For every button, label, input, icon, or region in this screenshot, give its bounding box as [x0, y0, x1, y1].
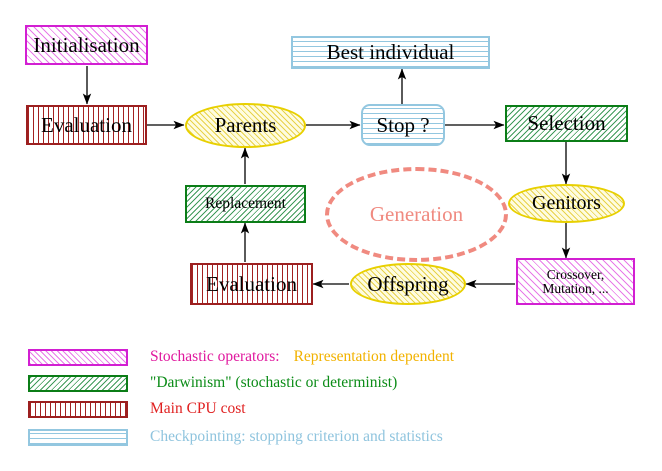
node-crossover-mutation[interactable]: Crossover, Mutation, ... [516, 258, 635, 305]
legend-row-main-cpu-cost: Main CPU cost [28, 396, 246, 422]
legend-swatch-blue [28, 428, 128, 446]
node-generation: Generation [325, 167, 508, 262]
legend-swatch-red [28, 400, 128, 418]
node-offspring[interactable]: Offspring [350, 263, 466, 305]
legend-label-darwinism: "Darwinism" (stochastic or determinist) [150, 374, 398, 391]
node-offspring-label: Offspring [367, 271, 449, 296]
node-evaluation-top-label: Evaluation [41, 112, 132, 137]
node-evaluation-bottom-label: Evaluation [206, 271, 297, 296]
node-stop[interactable]: Stop ? [361, 104, 445, 146]
node-selection-label: Selection [527, 111, 606, 135]
node-crossover-label-line1: Crossover, [546, 266, 605, 282]
legend-label-checkpointing: Checkpointing: stopping criterion and st… [150, 428, 443, 445]
node-stop-label: Stop ? [376, 112, 430, 137]
node-initialisation[interactable]: Initialisation [25, 25, 148, 65]
node-replacement[interactable]: Replacement [185, 185, 306, 223]
node-evaluation-top[interactable]: Evaluation [26, 105, 147, 145]
node-evaluation-bottom[interactable]: Evaluation [190, 263, 313, 305]
legend-label-representation-dependent: Representation dependent [293, 348, 455, 365]
node-generation-label: Generation [369, 202, 464, 226]
legend-row-darwinism: "Darwinism" (stochastic or determinist) [28, 370, 397, 396]
legend-label-stochastic-operators: Stochastic operators: [150, 348, 280, 365]
node-parents[interactable]: Parents [185, 103, 306, 148]
node-crossover-label-line2: Mutation, ... [542, 280, 609, 296]
node-selection[interactable]: Selection [505, 105, 628, 142]
node-parents-label: Parents [214, 113, 277, 137]
node-best-individual[interactable]: Best individual [291, 36, 490, 69]
legend-row-stochastic-operators: Stochastic operators: Representation dep… [28, 344, 454, 370]
node-replacement-label: Replacement [205, 195, 286, 212]
legend: Stochastic operators: Representation dep… [0, 336, 662, 471]
node-best-individual-label: Best individual [326, 40, 455, 64]
node-initialisation-label: Initialisation [33, 32, 140, 57]
legend-swatch-magenta [28, 348, 128, 366]
legend-swatch-green [28, 374, 128, 392]
node-genitors[interactable]: Genitors [508, 184, 625, 223]
legend-row-checkpointing: Checkpointing: stopping criterion and st… [28, 424, 443, 450]
node-genitors-label: Genitors [532, 192, 601, 214]
legend-label-main-cpu-cost: Main CPU cost [150, 400, 246, 417]
